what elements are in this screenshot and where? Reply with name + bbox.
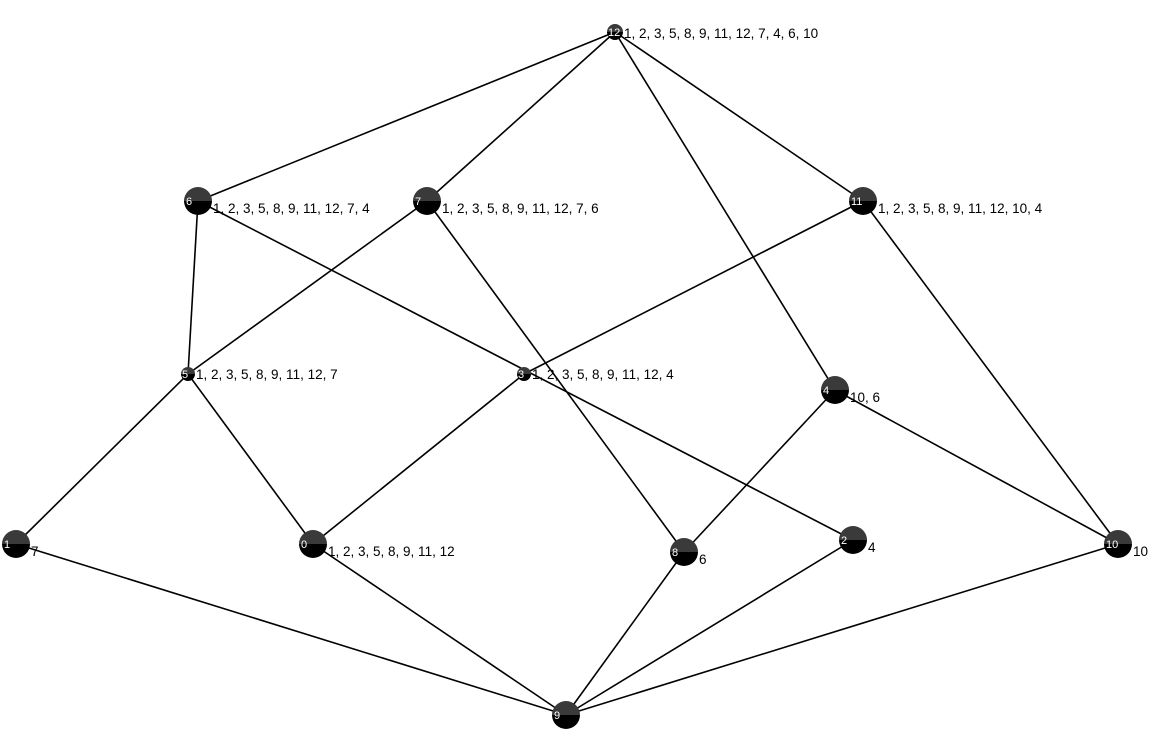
edge-4-10: [834, 389, 1119, 545]
edge-12-6: [197, 31, 616, 202]
node-label: 1, 2, 3, 5, 8, 9, 11, 12: [328, 544, 455, 559]
node-bottom-half: [2, 544, 30, 558]
edge-11-3: [523, 200, 864, 375]
node-5[interactable]: 5 1, 2, 3, 5, 8, 9, 11, 12, 7: [181, 367, 338, 382]
node-bottom-half: [839, 540, 867, 554]
node-10[interactable]: 10 10: [1104, 530, 1148, 559]
node-bottom-half: [552, 715, 580, 729]
node-top-half: [184, 187, 212, 201]
edge-10-9: [565, 543, 1119, 716]
node-11[interactable]: 11 1, 2, 3, 5, 8, 9, 11, 12, 10, 4: [849, 187, 1043, 216]
edge-1-9: [15, 543, 567, 716]
node-label: 10: [1133, 544, 1148, 559]
node-bottom-half: [821, 390, 849, 404]
edge-0-9: [312, 543, 567, 716]
node-bottom-half: [670, 552, 698, 566]
node-top-half: [1104, 530, 1132, 544]
edge-3-0: [312, 373, 525, 545]
edge-4-8: [683, 389, 836, 553]
node-12[interactable]: 12 1, 2, 3, 5, 8, 9, 11, 12, 7, 4, 6, 10: [607, 24, 818, 41]
node-id-text: 6: [186, 196, 192, 208]
node-top-half: [517, 367, 531, 374]
node-top-half: [821, 376, 849, 390]
node-bottom-half: [517, 374, 531, 381]
node-label: 6: [699, 552, 707, 567]
node-bottom-half: [299, 544, 327, 558]
edge-12-4: [614, 31, 836, 391]
node-4[interactable]: 4 10, 6: [821, 376, 880, 405]
node-bottom-half: [181, 374, 195, 381]
node-id-text: 10: [1106, 539, 1118, 551]
node-top-half: [849, 187, 877, 201]
node-label: 1, 2, 3, 5, 8, 9, 11, 12, 7, 4, 6, 10: [624, 26, 818, 41]
node-label: 1, 2, 3, 5, 8, 9, 11, 12, 10, 4: [878, 201, 1043, 216]
edge-7-8: [426, 200, 685, 553]
edge-8-9: [565, 551, 685, 716]
node-label: 1, 2, 3, 5, 8, 9, 11, 12, 7: [196, 367, 338, 382]
node-id-text: 4: [823, 385, 829, 397]
node-label: 1, 2, 3, 5, 8, 9, 11, 12, 7, 4: [213, 201, 370, 216]
node-6[interactable]: 6 1, 2, 3, 5, 8, 9, 11, 12, 7, 4: [184, 187, 370, 216]
node-top-half: [299, 530, 327, 544]
node-id-text: 1: [4, 539, 10, 551]
node-top-half: [2, 530, 30, 544]
node-9[interactable]: 9: [552, 701, 580, 729]
node-id-text: 12: [608, 27, 620, 39]
node-bottom-half: [413, 201, 441, 215]
node-label: 7: [31, 544, 39, 559]
node-bottom-half: [607, 32, 623, 40]
edge-12-7: [426, 31, 616, 202]
node-bottom-half: [1104, 544, 1132, 558]
node-id-text: 8: [672, 547, 678, 559]
node-top-half: [181, 367, 195, 374]
node-label: 1, 2, 3, 5, 8, 9, 11, 12, 7, 6: [442, 201, 599, 216]
node-id-text: 2: [841, 535, 847, 547]
node-id-text: 3: [518, 369, 524, 381]
edge-5-0: [187, 373, 314, 545]
node-top-half: [413, 187, 441, 201]
node-top-half: [839, 526, 867, 540]
node-id-text: 0: [301, 539, 307, 551]
edge-12-11: [614, 31, 864, 202]
node-id-text: 5: [182, 369, 188, 381]
node-3[interactable]: 3 1, 2, 3, 5, 8, 9, 11, 12, 4: [517, 367, 674, 382]
node-label: 4: [868, 540, 876, 555]
node-label: 10, 6: [850, 390, 880, 405]
node-id-text: 9: [554, 710, 560, 722]
node-top-half: [552, 701, 580, 715]
node-bottom-half: [849, 201, 877, 215]
node-7[interactable]: 7 1, 2, 3, 5, 8, 9, 11, 12, 7, 6: [413, 187, 599, 216]
node-bottom-half: [184, 201, 212, 215]
node-id-text: 11: [851, 196, 862, 208]
node-top-half: [607, 24, 623, 32]
node-top-half: [670, 538, 698, 552]
edge-6-5: [187, 200, 199, 375]
edge-7-5: [187, 200, 428, 375]
node-id-text: 7: [415, 196, 421, 208]
edge-2-9: [565, 539, 854, 716]
node-0[interactable]: 0 1, 2, 3, 5, 8, 9, 11, 12: [299, 530, 455, 559]
node-label: 1, 2, 3, 5, 8, 9, 11, 12, 4: [532, 367, 674, 382]
edge-11-10: [862, 200, 1119, 545]
edge-5-1: [15, 373, 189, 545]
